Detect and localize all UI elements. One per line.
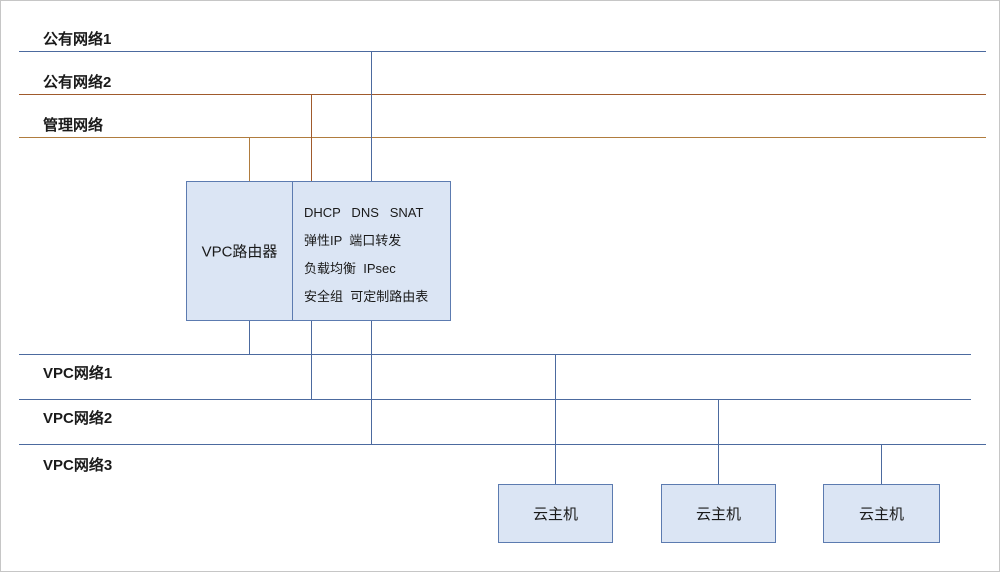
vpc-router-box: VPC路由器 DHCP DNS SNAT 弹性IP 端口转发 负载均衡 IPse… bbox=[186, 181, 451, 321]
vpc-network-3-label: VPC网络3 bbox=[43, 457, 113, 474]
vpc-router-label: VPC路由器 bbox=[201, 243, 278, 261]
router-feature-list: DHCP DNS SNAT 弹性IP 端口转发 负载均衡 IPsec 安全组 可… bbox=[292, 182, 450, 320]
vpc-network-3-line bbox=[19, 444, 986, 445]
cloud-host-1-label: 云主机 bbox=[532, 506, 578, 523]
cloud-host-2-label: 云主机 bbox=[695, 506, 741, 523]
public-network-2-label: 公有网络2 bbox=[43, 74, 112, 91]
public-network-2-line bbox=[19, 94, 986, 95]
cloud-host-3-label: 云主机 bbox=[858, 506, 904, 523]
router-feature-row: 弹性IP 端口转发 bbox=[304, 233, 402, 248]
cloud-host-box-1: 云主机 bbox=[498, 484, 613, 543]
router-feature-row: 负载均衡 IPsec bbox=[304, 261, 396, 276]
cloud-host-box-3: 云主机 bbox=[823, 484, 940, 543]
router-feature-row: DHCP DNS SNAT bbox=[304, 205, 424, 220]
vpc1-to-host1-connector bbox=[555, 354, 556, 484]
management-network-line bbox=[19, 137, 986, 138]
public-network-1-label: 公有网络1 bbox=[43, 31, 112, 48]
public-network-1-line bbox=[19, 51, 986, 52]
vpc-network-1-label: VPC网络1 bbox=[43, 365, 113, 382]
router-to-vpc2-connector bbox=[311, 321, 312, 399]
public2-to-router-connector bbox=[311, 94, 312, 181]
management-to-router-connector bbox=[249, 137, 250, 181]
public1-to-router-connector bbox=[371, 51, 372, 181]
vpc-network-2-line bbox=[19, 399, 971, 400]
router-to-vpc3-connector bbox=[371, 321, 372, 444]
management-network-label: 管理网络 bbox=[43, 117, 104, 134]
cloud-host-box-2: 云主机 bbox=[661, 484, 776, 543]
router-feature-row: 安全组 可定制路由表 bbox=[304, 289, 429, 304]
vpc-network-1-line bbox=[19, 354, 971, 355]
vpc2-to-host2-connector bbox=[718, 399, 719, 484]
vpc-network-2-label: VPC网络2 bbox=[43, 410, 113, 427]
vpc3-to-host3-connector bbox=[881, 444, 882, 484]
router-to-vpc1-connector bbox=[249, 321, 250, 354]
router-divider bbox=[292, 182, 293, 320]
